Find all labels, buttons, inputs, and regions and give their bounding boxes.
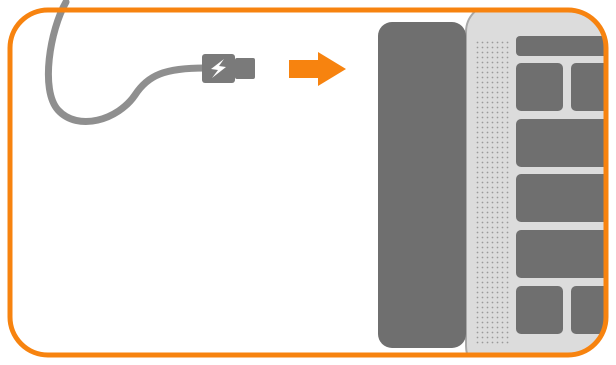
key — [571, 286, 606, 334]
key — [516, 63, 563, 111]
keyboard-case-icon — [465, 10, 606, 355]
key — [516, 230, 606, 278]
key — [516, 36, 606, 56]
lightning-connector-icon — [202, 54, 255, 83]
arrow-right-icon — [289, 52, 346, 86]
key — [571, 63, 606, 111]
speaker-grille — [474, 40, 510, 345]
frame-border — [7, 7, 609, 358]
lightning-bolt-icon — [211, 59, 226, 78]
key — [516, 286, 563, 334]
usb-cable-icon — [44, 0, 209, 126]
case-flap — [378, 22, 466, 348]
key — [516, 174, 606, 222]
key — [516, 119, 606, 167]
